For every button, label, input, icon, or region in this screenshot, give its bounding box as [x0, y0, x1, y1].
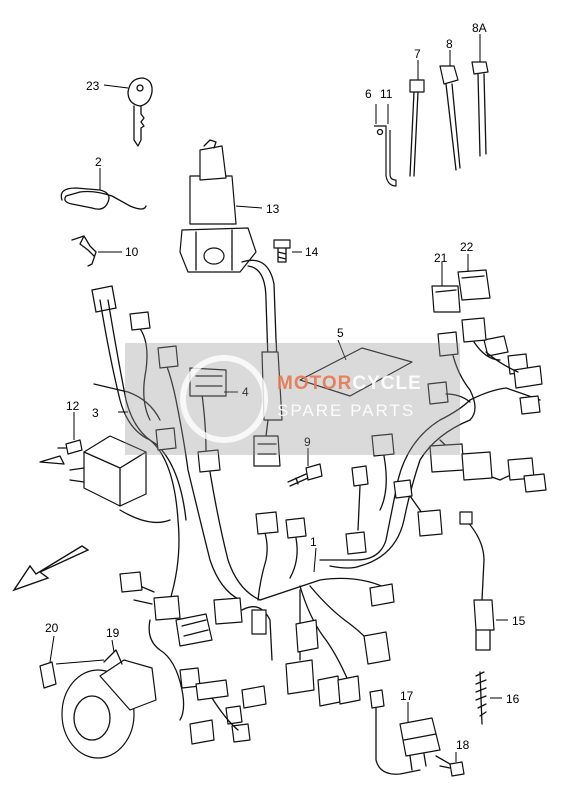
callout-14: 14 — [305, 245, 319, 259]
callout-23: 23 — [86, 79, 100, 93]
callout-20: 20 — [45, 621, 59, 635]
callout-16: 16 — [506, 692, 520, 706]
callout-11: 11 — [380, 87, 393, 101]
arrow-front-icon — [12, 545, 90, 592]
callout-17: 17 — [400, 689, 414, 703]
callout-15: 15 — [512, 614, 526, 628]
screw-14-part — [273, 239, 302, 263]
callout-21: 21 — [434, 251, 448, 265]
horn-part — [39, 635, 157, 759]
callout-5: 5 — [337, 326, 344, 340]
callout-22: 22 — [460, 240, 474, 254]
ignition-switch-part — [179, 139, 283, 467]
key-part — [103, 77, 153, 147]
callout-6: 6 — [365, 87, 372, 101]
relay-part — [431, 254, 491, 313]
callout-3: 3 — [92, 406, 99, 420]
spring-16-part — [475, 671, 502, 725]
wiring-harness-main-part — [91, 285, 547, 745]
callout-4: 4 — [242, 385, 249, 399]
callout-7: 7 — [414, 47, 421, 61]
relay-box-part — [39, 412, 147, 507]
sensor-switch-part — [459, 511, 508, 651]
callout-1: 1 — [310, 535, 317, 549]
callout-2: 2 — [95, 155, 102, 169]
callout-18: 18 — [456, 738, 470, 752]
cable-tie-7-part — [409, 60, 425, 177]
callout-19: 19 — [106, 626, 120, 640]
callout-9: 9 — [304, 435, 311, 449]
tie-8a-part — [471, 34, 489, 157]
cushion-pad-part — [299, 339, 413, 397]
callout-13: 13 — [266, 202, 280, 216]
switch-17-part — [369, 689, 465, 777]
callout-10: 10 — [125, 245, 139, 259]
clamp-tie-8-part — [439, 50, 461, 171]
bracket-6-part — [374, 104, 397, 187]
clip-spring-part — [60, 168, 147, 210]
callout-12: 12 — [66, 399, 80, 413]
callout-8: 8 — [446, 37, 453, 51]
bolt-9-part — [287, 448, 323, 487]
callout-8a: 8A — [472, 21, 487, 35]
clamp-part — [71, 235, 122, 267]
